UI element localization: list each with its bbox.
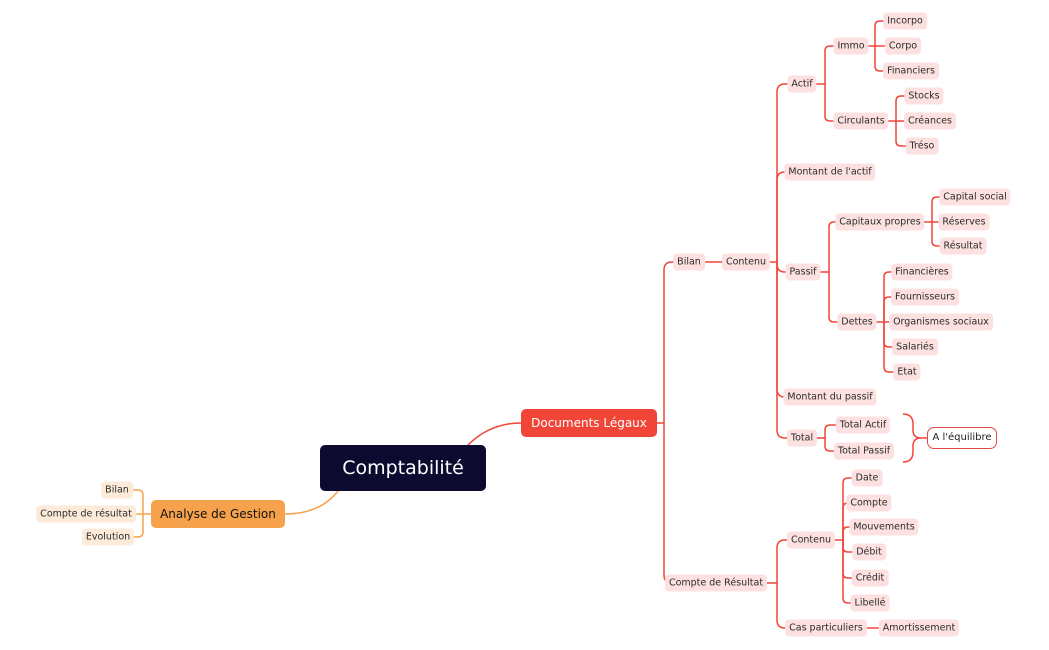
connector-line	[132, 513, 144, 538]
node-dettes[interactable]: Dettes	[837, 313, 877, 331]
connector-line	[874, 20, 887, 47]
node-debit[interactable]: Débit	[852, 543, 886, 561]
node-total-passif[interactable]: Total Passif	[833, 442, 895, 460]
connector-line	[883, 271, 896, 323]
node-incorpo[interactable]: Incorpo	[883, 12, 927, 30]
connector-line	[874, 45, 887, 72]
connector-line	[842, 477, 854, 541]
connector-line	[883, 296, 896, 323]
node-capitaux-propres[interactable]: Capitaux propres	[835, 213, 925, 231]
node-etat[interactable]: Etat	[893, 363, 921, 381]
node-bilan[interactable]: Bilan	[673, 253, 705, 271]
node-stocks[interactable]: Stocks	[904, 87, 944, 105]
node-reserves[interactable]: Réserves	[938, 213, 990, 231]
node-montant-actif[interactable]: Montant de l'actif	[784, 163, 876, 181]
connector-line	[776, 539, 789, 584]
connector-line	[824, 437, 838, 452]
node-montant-passif[interactable]: Montant du passif	[783, 388, 877, 406]
node-total[interactable]: Total	[786, 429, 818, 447]
node-financieres[interactable]: Financières	[891, 263, 953, 281]
node-analyse-de-gestion[interactable]: Analyse de Gestion	[151, 500, 285, 528]
node-corpo[interactable]: Corpo	[884, 37, 922, 55]
node-amortissement[interactable]: Amortissement	[878, 619, 960, 637]
connector-line	[824, 83, 837, 122]
connector-line	[776, 83, 789, 263]
connector-line	[824, 45, 837, 85]
node-resultat[interactable]: Résultat	[939, 237, 987, 255]
node-organismes-sociaux[interactable]: Organismes sociaux	[889, 313, 993, 331]
node-compte-de-resultat[interactable]: Compte de Résultat	[664, 574, 768, 592]
node-compte[interactable]: Compte	[846, 494, 892, 512]
node-cas-particuliers[interactable]: Cas particuliers	[785, 619, 867, 637]
node-fournisseurs[interactable]: Fournisseurs	[891, 288, 959, 306]
connector-line	[663, 422, 676, 584]
connector-line	[931, 196, 943, 223]
node-capital-social[interactable]: Capital social	[939, 188, 1011, 206]
node-immo[interactable]: Immo	[833, 37, 869, 55]
node-analyse-compte-resultat[interactable]: Compte de résultat	[36, 505, 136, 523]
node-libelle[interactable]: Libellé	[850, 594, 890, 612]
connector-line	[842, 539, 854, 604]
node-actif[interactable]: Actif	[787, 75, 817, 93]
connector-line	[931, 221, 943, 247]
connector-line	[895, 120, 908, 147]
connector-line	[776, 261, 789, 439]
node-credit[interactable]: Crédit	[851, 569, 889, 587]
connector-line	[842, 526, 854, 541]
equilibre-bracket	[902, 413, 922, 463]
connector-line	[663, 261, 676, 424]
node-passif[interactable]: Passif	[785, 263, 821, 281]
node-a-l-equilibre[interactable]: A l'équilibre	[927, 427, 997, 449]
root-node[interactable]: Comptabilité	[320, 445, 486, 491]
node-salaries[interactable]: Salariés	[892, 338, 938, 356]
connector-line	[776, 261, 789, 398]
connector-line	[824, 424, 838, 439]
node-date[interactable]: Date	[851, 469, 883, 487]
connector-line	[895, 95, 908, 122]
node-bilan-contenu[interactable]: Contenu	[721, 253, 771, 271]
node-analyse-evolution[interactable]: Evolution	[81, 528, 135, 546]
connector-line	[132, 489, 144, 515]
node-circulants[interactable]: Circulants	[833, 112, 889, 130]
node-financiers[interactable]: Financiers	[883, 62, 939, 80]
node-mouvements[interactable]: Mouvements	[849, 518, 919, 536]
node-treso[interactable]: Tréso	[905, 137, 939, 155]
node-total-actif[interactable]: Total Actif	[835, 416, 891, 434]
connector-line	[776, 582, 789, 629]
connector-root-documents	[467, 422, 522, 446]
node-creances[interactable]: Créances	[903, 112, 957, 130]
node-analyse-bilan[interactable]: Bilan	[101, 481, 133, 499]
connector-line	[828, 271, 841, 323]
node-cr-contenu[interactable]: Contenu	[786, 531, 836, 549]
connector-root-analyse	[284, 490, 339, 515]
node-documents-legaux[interactable]: Documents Légaux	[521, 409, 657, 437]
connector-line	[776, 171, 789, 263]
connector-line	[883, 321, 896, 373]
connector-line	[828, 221, 841, 273]
